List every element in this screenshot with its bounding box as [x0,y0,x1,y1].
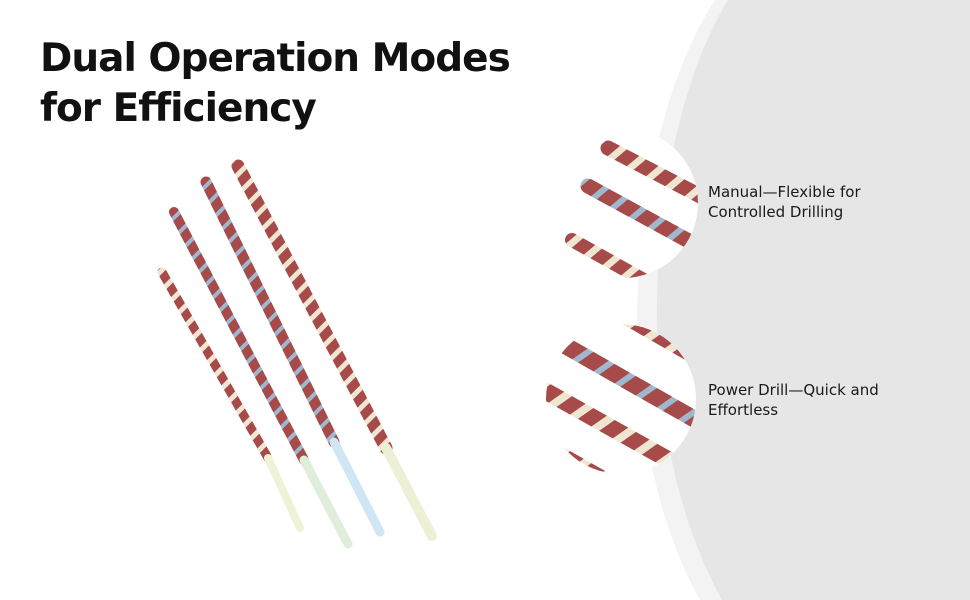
power-drill-detail-icon [546,324,696,474]
feature-manual-line-1: Manual—Flexible for [708,183,861,201]
feature-power-drill-line-2: Effortless [708,401,779,419]
rod-4 [231,159,437,541]
rod-2 [169,207,353,549]
rod-1 [157,267,304,532]
feature-manual-line-2: Controlled Drilling [708,203,844,221]
title-line-2: for Efficiency [40,86,317,131]
manual-drill-detail-icon [548,128,698,278]
feature-power-drill-line-1: Power Drill—Quick and [708,381,879,399]
feature-manual: Manual—Flexible for Controlled Drilling [708,182,908,222]
title-line-1: Dual Operation Modes [40,36,511,81]
feature-power-drill: Power Drill—Quick and Effortless [708,380,908,420]
sanding-rods-image [157,159,437,549]
page-title: Dual Operation Modes for Efficiency [40,34,560,134]
rod-3 [200,176,385,537]
